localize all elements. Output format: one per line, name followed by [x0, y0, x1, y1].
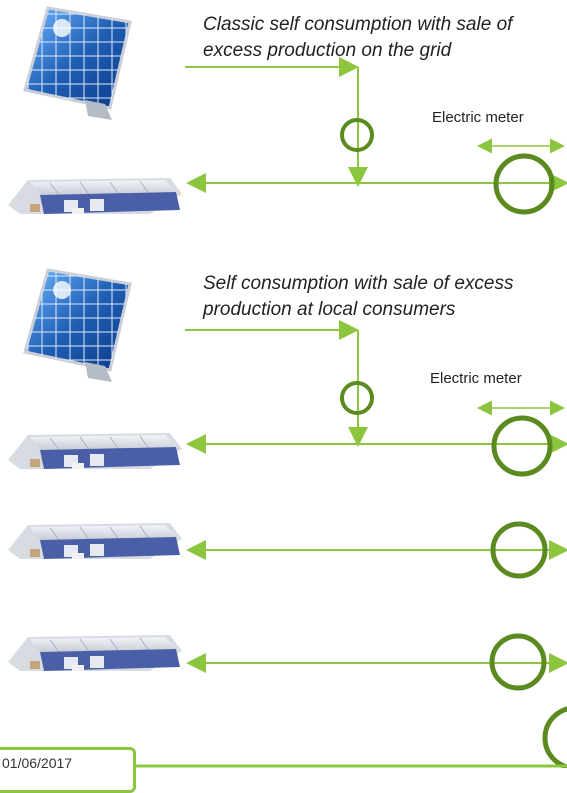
scenario-2-caption-line2: production at local consumers: [203, 299, 456, 320]
solar-panel-icon: [23, 6, 132, 122]
meter-icon: [340, 118, 374, 152]
scenario-2-meter-label: Electric meter: [430, 370, 522, 387]
warehouse-icon: [7, 177, 183, 215]
scenario-1-caption-line2: excess production on the grid: [203, 40, 452, 61]
meter-icon: [493, 153, 555, 215]
warehouse-icon: [7, 634, 183, 672]
meter-icon: [340, 381, 374, 415]
meter-icon: [542, 706, 567, 768]
footer-date: 01/06/2017: [2, 755, 73, 771]
diagram-canvas: [7, 6, 567, 768]
meter-icon: [489, 633, 547, 691]
solar-panel-icon: [23, 268, 132, 384]
scenario-2-caption-line1: Self consumption with sale of excess: [203, 273, 514, 294]
scenario-1-caption-line1: Classic self consumption with sale of: [203, 14, 513, 35]
warehouse-icon: [7, 432, 183, 470]
warehouse-icon: [7, 522, 183, 560]
meter-icon: [490, 521, 548, 579]
scenario-1-meter-label: Electric meter: [432, 109, 524, 126]
meter-icon: [491, 415, 553, 477]
